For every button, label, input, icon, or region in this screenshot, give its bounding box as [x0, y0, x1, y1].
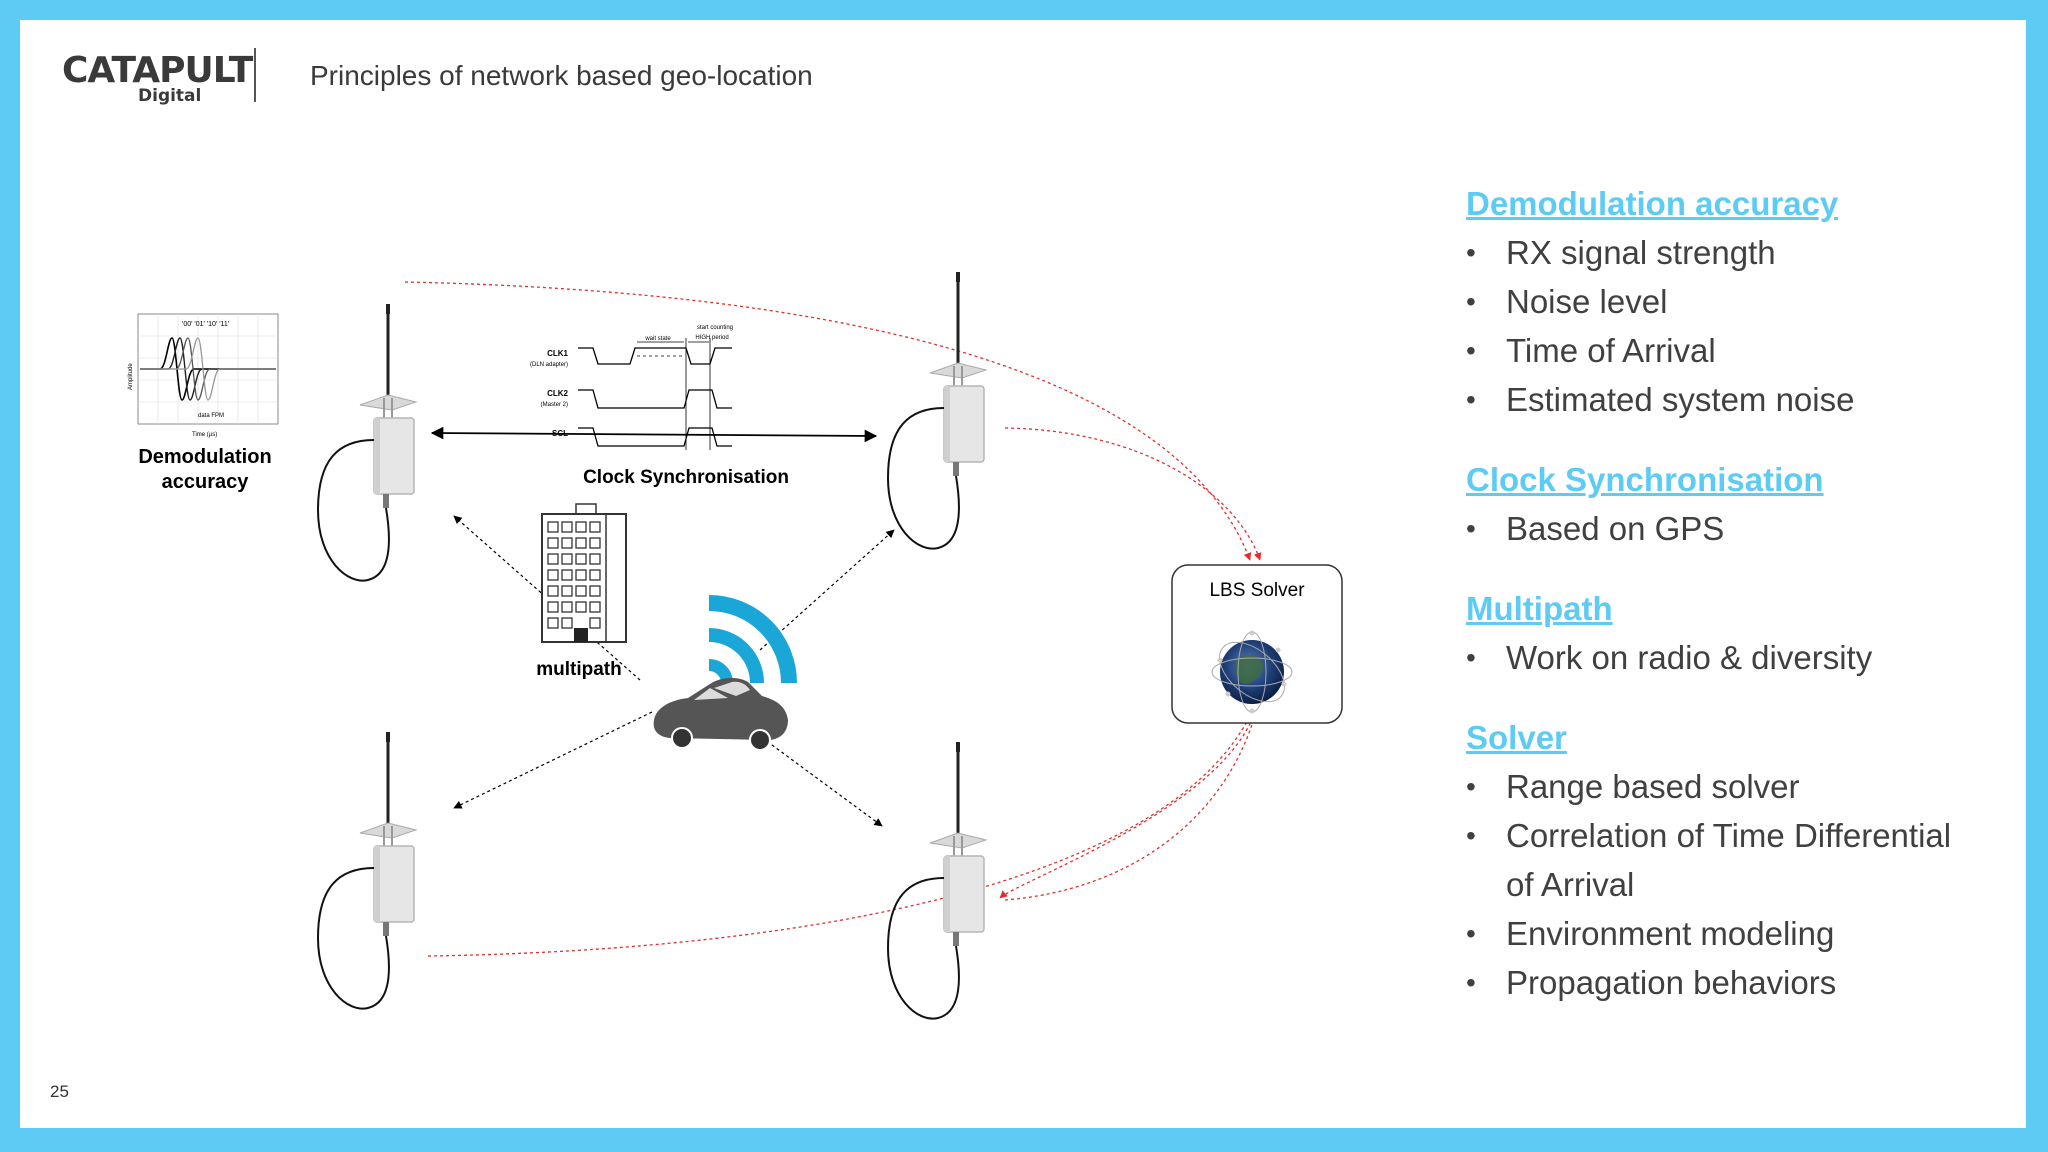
section-multipath: Multipath Work on radio & diversity	[1466, 587, 1986, 682]
section-heading[interactable]: Solver	[1466, 719, 1567, 756]
waveform-legend: '00' '01' '10' '11'	[182, 321, 229, 328]
svg-text:CLK1: CLK1	[547, 349, 568, 358]
bullet-list: Based on GPS	[1466, 504, 1986, 553]
multipath-label: multipath	[536, 659, 622, 680]
section-heading[interactable]: Demodulation accuracy	[1466, 185, 1839, 222]
timing-labels: CLK1 (DLN adapter) CLK2 (Master 2) SCL w…	[530, 325, 733, 438]
bullet-list: RX signal strength Noise level Time of A…	[1466, 228, 1986, 424]
clock-sync-arrow	[430, 426, 878, 443]
signal-icon	[708, 595, 797, 684]
section-clock-sync: Clock Synchronisation Based on GPS	[1466, 458, 1986, 553]
side-panel: Demodulation accuracy RX signal strength…	[1466, 182, 1986, 1041]
lbs-solver-label: LBS Solver	[1209, 580, 1305, 601]
catapult-logo: CATAPULT	[62, 50, 253, 91]
list-item: Range based solver	[1466, 762, 1986, 811]
svg-text:(Master 2): (Master 2)	[541, 402, 568, 408]
header-divider	[254, 48, 256, 102]
bullet-list: Range based solver Correlation of Time D…	[1466, 762, 1986, 1007]
waveform-ylabel: Amplitude	[128, 363, 134, 390]
section-heading[interactable]: Multipath	[1466, 590, 1613, 627]
slide-title: Principles of network based geo-location	[310, 60, 813, 91]
svg-text:(DLN adapter): (DLN adapter)	[530, 362, 568, 368]
slide: CATAPULT Digital Principles of network b…	[20, 20, 2026, 1128]
demodulation-waveform: '00' '01' '10' '11' Time (µs) data FPM A…	[128, 313, 279, 438]
list-item: Propagation behaviors	[1466, 958, 1986, 1007]
list-item: Noise level	[1466, 277, 1986, 326]
tower-bottom-left	[316, 730, 418, 1011]
list-item: Based on GPS	[1466, 504, 1986, 553]
list-item: Estimated system noise	[1466, 375, 1986, 424]
catapult-logo-digital: Digital	[138, 86, 202, 106]
tower-bottom-right	[886, 740, 988, 1021]
svg-text:wait state: wait state	[644, 336, 671, 342]
timing-diagram	[578, 338, 732, 450]
list-item: RX signal strength	[1466, 228, 1986, 277]
section-heading[interactable]: Clock Synchronisation	[1466, 461, 1824, 498]
svg-text:start counting: start counting	[697, 325, 733, 331]
clock-sync-label: Clock Synchronisation	[583, 467, 789, 488]
lbs-solver: LBS Solver	[1171, 564, 1343, 724]
multipath-arrows	[453, 515, 895, 827]
svg-text:HIGH period: HIGH period	[695, 335, 728, 341]
list-item: Environment modeling	[1466, 909, 1986, 958]
geo-location-diagram: '00' '01' '10' '11' Time (µs) data FPM A…	[128, 270, 1343, 1021]
list-item: Correlation of Time Differential of Arri…	[1466, 811, 1986, 909]
waveform-xlabel: Time (µs)	[192, 432, 217, 438]
data-links	[404, 281, 1262, 957]
demodulation-label-line1: Demodulation	[138, 446, 271, 468]
building-icon	[541, 503, 627, 643]
section-demodulation: Demodulation accuracy RX signal strength…	[1466, 182, 1986, 424]
page-number: 25	[50, 1082, 69, 1101]
list-item: Time of Arrival	[1466, 326, 1986, 375]
car-icon	[653, 678, 788, 751]
globe-icon	[1211, 630, 1293, 714]
bullet-list: Work on radio & diversity	[1466, 633, 1986, 682]
list-item: Work on radio & diversity	[1466, 633, 1986, 682]
tower-top-left	[316, 302, 418, 583]
waveform-sub: data FPM	[198, 413, 224, 419]
svg-text:SCL: SCL	[552, 429, 568, 438]
svg-text:CLK2: CLK2	[547, 389, 568, 398]
tower-top-right	[886, 270, 988, 551]
section-solver: Solver Range based solver Correlation of…	[1466, 716, 1986, 1007]
demodulation-label-line2: accuracy	[162, 471, 250, 493]
